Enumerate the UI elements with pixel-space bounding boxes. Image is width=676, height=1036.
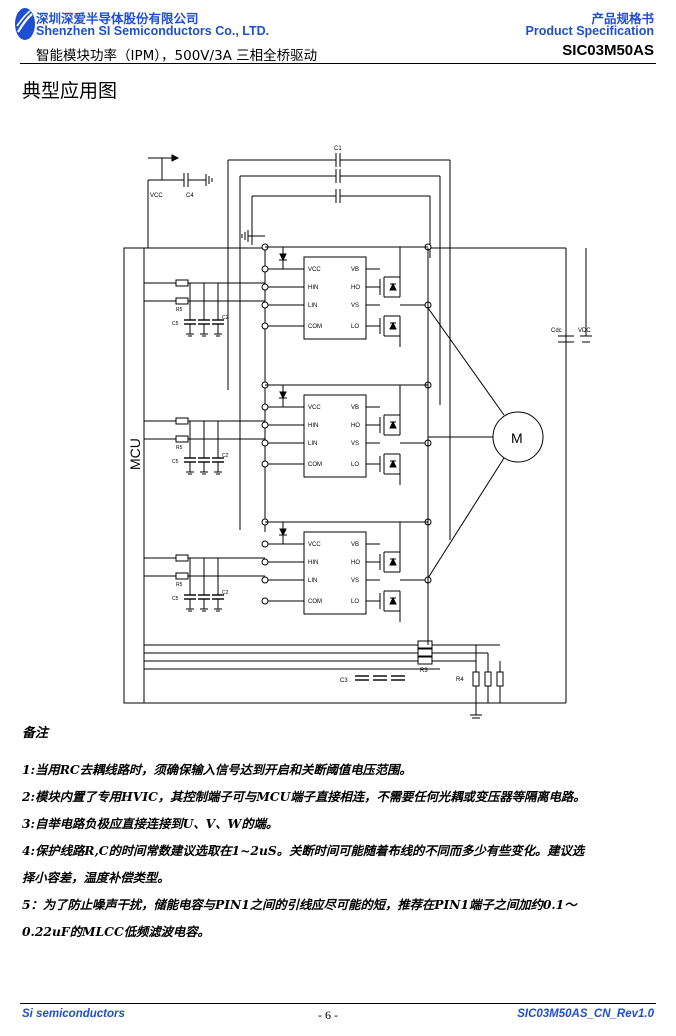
c5-label: C5: [172, 321, 179, 327]
note-line: 5：为了防止噪声干扰，储能电容与PIN1之间的引线应尽可能的短，推荐在PIN1端…: [22, 897, 577, 912]
pin-label-right: LO: [351, 462, 359, 468]
pin-label-right: HO: [351, 285, 360, 291]
pin-label-left: COM: [308, 599, 322, 605]
part-number: SIC03M50AS: [562, 42, 654, 59]
pin-label-right: VS: [351, 303, 359, 309]
company-name-en: Shenzhen SI Semiconductors Co., LTD.: [36, 24, 270, 38]
r3-label: R3: [420, 668, 428, 674]
vcc-label: VCC: [150, 193, 163, 199]
ipm-driver-block: [303, 394, 367, 478]
pin-label-left: VCC: [308, 405, 321, 411]
note-line: 1:当用RC去耦线路时，须确保输入信号达到开启和关断阈值电压范围。: [22, 762, 412, 777]
pin-label-right: HO: [351, 560, 360, 566]
pin-label-right: VB: [351, 267, 359, 273]
r5-label: R5: [176, 307, 183, 313]
c5-label: C5: [172, 596, 179, 602]
r5-label: R5: [176, 582, 183, 588]
ipm-driver-block: [303, 531, 367, 615]
mcu-label: MCU: [127, 438, 143, 470]
r5-label: R5: [176, 445, 183, 451]
pin-label-right: LO: [351, 599, 359, 605]
pin-label-right: HO: [351, 423, 360, 429]
page-number: - 6 -: [318, 1008, 338, 1022]
c2-label: C2: [222, 453, 229, 459]
application-circuit-diagram: VCCHINLINCOMVBHOVSLOR5C5C2VCCHINLINCOMVB…: [123, 146, 592, 719]
notes-section: 备注 1:当用RC去耦线路时，须确保输入信号达到开启和关断阈值电压范围。 2:模…: [22, 722, 662, 945]
r4-label: R4: [456, 677, 464, 683]
note-line: 3:自举电路负极应直接连接到U、V、W的端。: [22, 816, 279, 831]
pin-label-left: VCC: [308, 267, 321, 273]
ipm-driver-block: [303, 256, 367, 340]
pin-label-right: LO: [351, 324, 359, 330]
pin-label-left: LIN: [308, 578, 317, 584]
pin-label-right: VB: [351, 542, 359, 548]
c1-label: C1: [334, 146, 342, 152]
pin-label-right: VS: [351, 441, 359, 447]
header-divider: [20, 63, 656, 64]
pin-label-left: HIN: [308, 560, 318, 566]
pin-label-right: VS: [351, 578, 359, 584]
footer-company: Si semiconductors: [22, 1008, 125, 1020]
doc-type-cn: 产品规格书: [591, 11, 654, 26]
pin-label-left: LIN: [308, 303, 317, 309]
c4-label: C4: [186, 193, 194, 199]
section-title: 典型应用图: [22, 80, 118, 102]
notes-title: 备注: [22, 726, 49, 741]
vdc-label: VDC: [578, 328, 591, 334]
pin-label-left: COM: [308, 462, 322, 468]
pin-label-left: HIN: [308, 423, 318, 429]
company-name-cn: 深圳深爱半导体股份有限公司: [36, 11, 199, 26]
note-line: 2:模块内置了专用HVIC，其控制端子可与MCU端子直接相连，不需要任何光耦或变…: [22, 789, 586, 804]
c2-label: C2: [222, 590, 229, 596]
footer-doc-rev: SIC03M50AS_CN_Rev1.0: [517, 1008, 654, 1020]
pin-label-left: HIN: [308, 285, 318, 291]
pin-label-left: COM: [308, 324, 322, 330]
note-line: 0.22uF的MLCC低频滤波电容。: [22, 924, 210, 939]
motor-label: M: [511, 430, 523, 446]
c2-label: C2: [222, 315, 229, 321]
note-line: 4:保护线路R,C的时间常数建议选取在1~2uS。关断时间可能随着布线的不同而多…: [22, 843, 585, 858]
note-line: 择小容差，温度补偿类型。: [22, 870, 170, 885]
product-description: 智能模块功率（IPM），500V/3A 三相全桥驱动: [36, 48, 318, 64]
pin-label-right: VB: [351, 405, 359, 411]
doc-type-en: Product Specification: [525, 24, 655, 38]
pin-label-left: VCC: [308, 542, 321, 548]
c5-label: C5: [172, 459, 179, 465]
cdc-label: Cdc: [551, 328, 562, 334]
company-logo: [15, 8, 35, 40]
pin-label-left: LIN: [308, 441, 317, 447]
c3-label: C3: [340, 678, 348, 684]
footer-divider: [20, 1003, 656, 1004]
